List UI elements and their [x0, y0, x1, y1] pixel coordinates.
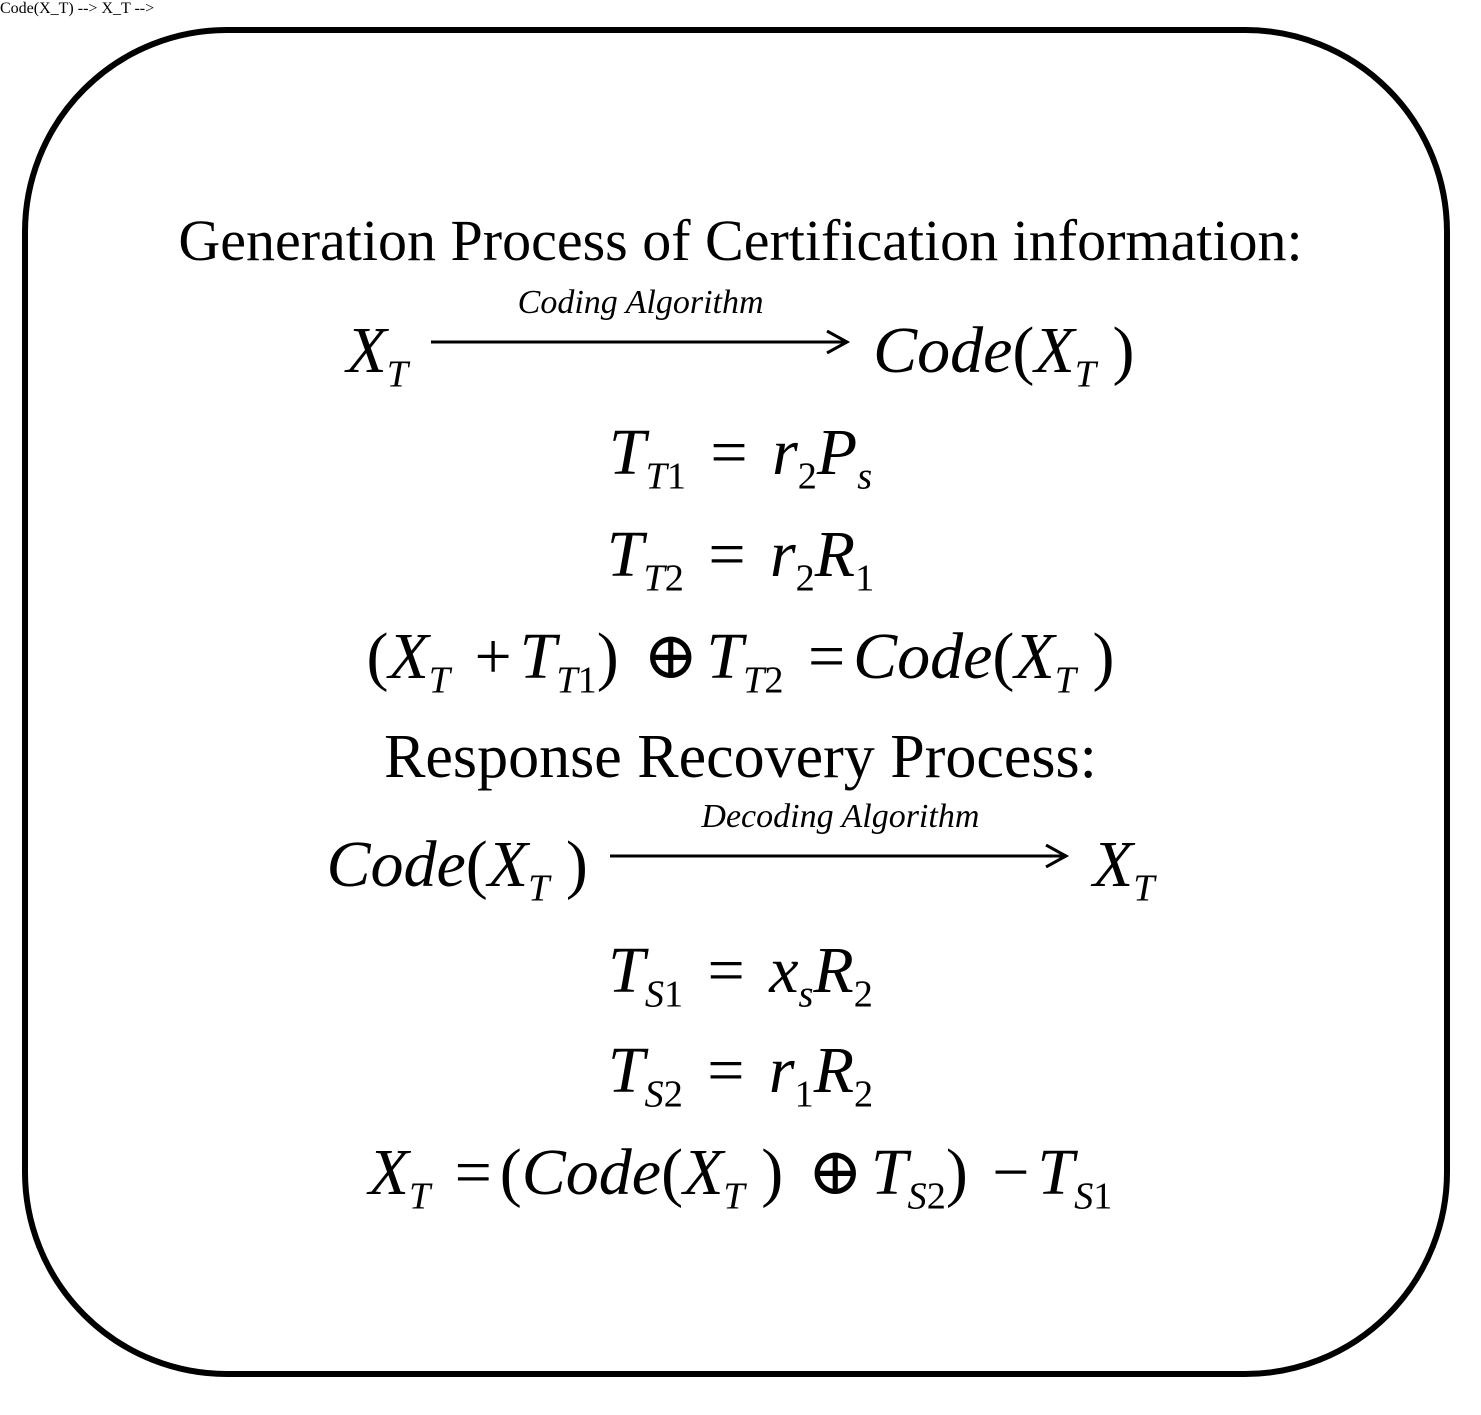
- symbol-x: X: [1014, 620, 1055, 693]
- symbol-minus: −: [992, 1136, 1030, 1209]
- symbol-p: P: [816, 416, 858, 489]
- symbol-rparen: ): [945, 1136, 968, 1209]
- subscript-2: 2: [795, 557, 815, 600]
- subscript-s: s: [857, 455, 873, 498]
- subscript-s: s: [798, 973, 814, 1016]
- subscript-t2: T2: [743, 659, 784, 702]
- generation-heading: Generation Process of Certification info…: [0, 212, 1481, 270]
- symbol-t: T: [870, 1136, 908, 1209]
- subscript-t: T: [1133, 867, 1155, 910]
- symbol-x: X: [1034, 314, 1075, 387]
- subscript-t1: T1: [556, 659, 597, 702]
- subscript-2: 2: [854, 1073, 874, 1116]
- subscript-t: T: [1074, 353, 1097, 396]
- equation-certification: (XT +TT1) ⊕TT2 =Code(XT ): [0, 624, 1481, 700]
- symbol-r-capital: R: [813, 934, 854, 1007]
- coding-arrow-label: Coding Algorithm: [517, 283, 764, 321]
- coding-mapping-equation: XT Coding Algorithm Code(XT ): [0, 285, 1481, 394]
- subscript-t: T: [408, 1175, 431, 1218]
- symbol-plus: +: [474, 620, 512, 693]
- symbol-x: X: [683, 1136, 724, 1209]
- subscript-t: T: [1054, 659, 1077, 702]
- symbol-rparen: ): [761, 1136, 784, 1209]
- rounded-frame: [22, 27, 1450, 1377]
- symbol-t: T: [607, 1034, 645, 1107]
- symbol-x: X: [1092, 828, 1134, 901]
- symbol-x: X: [368, 1136, 409, 1209]
- right-arrow-icon: [430, 329, 850, 354]
- subscript-t2: T2: [643, 557, 684, 600]
- symbol-r: r: [769, 518, 796, 591]
- subscript-t: T: [428, 659, 451, 702]
- symbol-code: Code: [853, 620, 993, 693]
- symbol-t: T: [608, 934, 645, 1007]
- recovery-heading: Response Recovery Process:: [0, 726, 1481, 788]
- symbol-r-capital: R: [813, 1034, 855, 1107]
- symbol-lparen: (: [465, 828, 488, 901]
- symbol-equals: =: [708, 518, 746, 591]
- symbol-equals: =: [710, 416, 748, 489]
- symbol-equals: =: [707, 934, 745, 1007]
- symbol-equals: =: [807, 620, 846, 693]
- equation-tt2: TT2 = r2R1: [0, 522, 1481, 598]
- symbol-equals: =: [454, 1136, 492, 1209]
- symbol-xor: ⊕: [643, 620, 699, 693]
- equation-tt1: TT1 = r2Ps: [0, 420, 1481, 496]
- subscript-s1: S1: [644, 973, 684, 1016]
- right-arrow-icon: [610, 843, 1070, 868]
- coding-arrow: Coding Algorithm: [430, 285, 851, 354]
- symbol-x: X: [388, 620, 429, 693]
- equation-recovery: XT =(Code(XT ) ⊕TS2) −TS1: [0, 1140, 1481, 1216]
- subscript-1: 1: [794, 1073, 814, 1116]
- symbol-t: T: [608, 416, 646, 489]
- subscript-t: T: [528, 867, 550, 910]
- symbol-lparen: (: [366, 620, 389, 693]
- recovery-heading-text: Response Recovery Process:: [384, 723, 1097, 791]
- symbol-rparen: ): [596, 620, 619, 693]
- symbol-lparen: (: [499, 1136, 522, 1209]
- equation-ts2: TS2 = r1R2: [0, 1038, 1481, 1114]
- symbol-code: Code: [873, 314, 1013, 387]
- subscript-1: 1: [855, 557, 875, 600]
- generation-heading-text: Generation Process of Certification info…: [178, 208, 1303, 273]
- symbol-equals: =: [707, 1034, 745, 1107]
- symbol-x-lower: x: [769, 934, 799, 1007]
- symbol-r: r: [768, 1034, 795, 1107]
- symbol-xor: ⊕: [807, 1136, 863, 1209]
- symbol-lparen: (: [992, 620, 1015, 693]
- symbol-t: T: [519, 620, 557, 693]
- symbol-rparen: ): [1092, 620, 1115, 693]
- symbol-code: Code: [326, 828, 466, 901]
- equation-ts1: TS1 = xsR2: [0, 938, 1481, 1014]
- decoding-arrow: Decoding Algorithm: [610, 799, 1070, 868]
- subscript-t: T: [386, 353, 409, 396]
- subscript-s2: S2: [644, 1073, 683, 1116]
- subscript-s2: S2: [907, 1175, 946, 1218]
- symbol-t: T: [1037, 1136, 1075, 1209]
- subscript-2: 2: [797, 455, 817, 498]
- subscript-s1: S1: [1074, 1175, 1113, 1218]
- symbol-code: Code: [521, 1136, 662, 1209]
- symbol-r-capital: R: [814, 518, 856, 591]
- symbol-lparen: (: [661, 1136, 684, 1209]
- symbol-t: T: [706, 620, 744, 693]
- symbol-x: X: [346, 314, 387, 387]
- symbol-rparen: ): [1112, 314, 1135, 387]
- symbol-lparen: (: [1012, 314, 1035, 387]
- symbol-r: r: [772, 416, 798, 489]
- symbol-t: T: [606, 518, 644, 591]
- symbol-rparen: ): [565, 828, 588, 901]
- decoding-arrow-label: Decoding Algorithm: [701, 797, 980, 835]
- subscript-t1: T1: [645, 455, 687, 498]
- subscript-2: 2: [853, 973, 873, 1016]
- subscript-t: T: [723, 1175, 745, 1218]
- decoding-mapping-equation: Code(XT ) Decoding Algorithm XT: [0, 799, 1481, 908]
- symbol-x: X: [487, 828, 529, 901]
